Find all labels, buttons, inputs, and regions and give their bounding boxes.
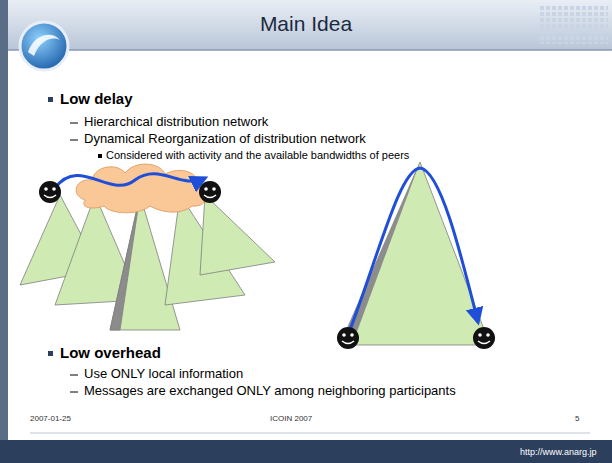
page-number: 5 bbox=[575, 414, 579, 423]
bullet-item: Dynamical Reorganization of distribution… bbox=[84, 132, 366, 147]
bullet bbox=[48, 97, 53, 102]
cloud-route-arrow bbox=[55, 174, 205, 188]
peer-icons bbox=[39, 181, 221, 203]
bullet-heading: Low delay bbox=[60, 90, 133, 107]
bullet-item: Hierarchical distribution network bbox=[84, 115, 268, 130]
slide-title: Main Idea bbox=[0, 12, 612, 36]
header-rule bbox=[8, 49, 612, 51]
left-edge bbox=[0, 0, 8, 463]
header-grid bbox=[540, 4, 608, 44]
footer-rule bbox=[30, 433, 590, 434]
bullet-item: Messages are exchanged ONLY among neighb… bbox=[84, 384, 504, 399]
footer-event: ICOIN 2007 bbox=[270, 414, 312, 423]
tree-route-arrow bbox=[350, 168, 478, 330]
peer-icons bbox=[337, 327, 495, 349]
tree-shadow bbox=[340, 162, 420, 345]
logo-swoosh bbox=[28, 35, 60, 56]
network-cloud bbox=[76, 164, 206, 213]
distributed-trees bbox=[20, 195, 275, 330]
sub-bullet-item: Considered with activity and the availab… bbox=[106, 149, 409, 162]
footer-url: http://www.anarg.jp bbox=[520, 447, 597, 457]
logo bbox=[20, 22, 68, 70]
bullet-heading: Low overhead bbox=[60, 344, 161, 361]
hierarchical-tree bbox=[340, 162, 490, 345]
footer-date: 2007-01-25 bbox=[30, 414, 71, 423]
footer-bar bbox=[0, 440, 612, 463]
bullet bbox=[48, 351, 53, 356]
bullet bbox=[98, 154, 102, 158]
bullet-item: Use ONLY local information bbox=[84, 367, 243, 382]
